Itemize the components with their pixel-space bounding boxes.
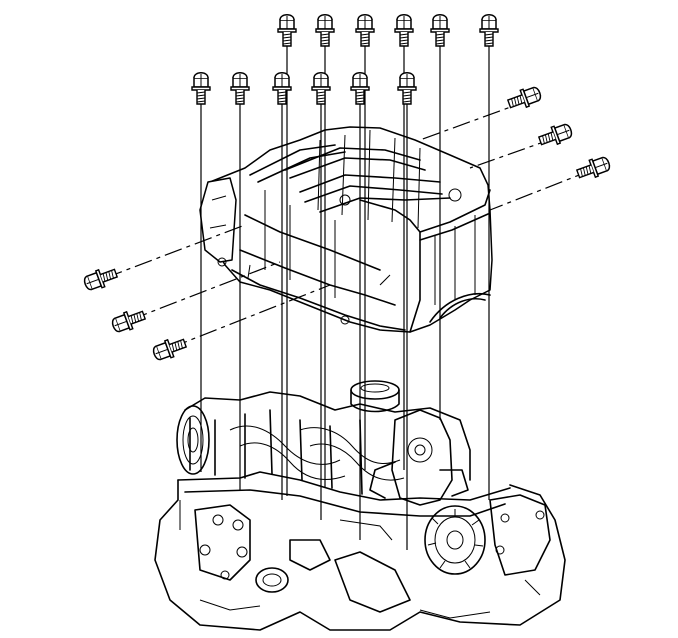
bolt-second-1 [191, 72, 211, 105]
bolt-top-2 [315, 14, 335, 47]
vertical-leader-lines [200, 46, 490, 550]
bolt-top-4 [394, 14, 414, 47]
engine-block [154, 380, 566, 631]
top-row-bolts [277, 14, 499, 47]
left-side-bolts [83, 268, 188, 361]
bolt-top-6 [479, 14, 499, 47]
bolt-top-1 [277, 14, 297, 47]
bolt-top-5 [430, 14, 450, 47]
bolt-second-6 [397, 72, 417, 105]
bolt-left-2 [111, 310, 147, 333]
bolt-top-3 [355, 14, 375, 47]
right-side-bolts [506, 86, 611, 179]
bolt-second-5 [350, 72, 370, 105]
bolt-right-1 [506, 86, 542, 109]
bolt-second-2 [230, 72, 250, 105]
bolt-second-3 [272, 72, 292, 105]
second-row-bolts [191, 72, 417, 105]
bolt-right-2 [537, 123, 573, 146]
valley-cover [199, 126, 493, 333]
bolt-left-3 [152, 338, 188, 361]
bolt-second-4 [311, 72, 331, 105]
bolt-right-3 [575, 156, 611, 179]
bolt-left-1 [83, 268, 119, 291]
side-leader-lines [104, 99, 593, 349]
